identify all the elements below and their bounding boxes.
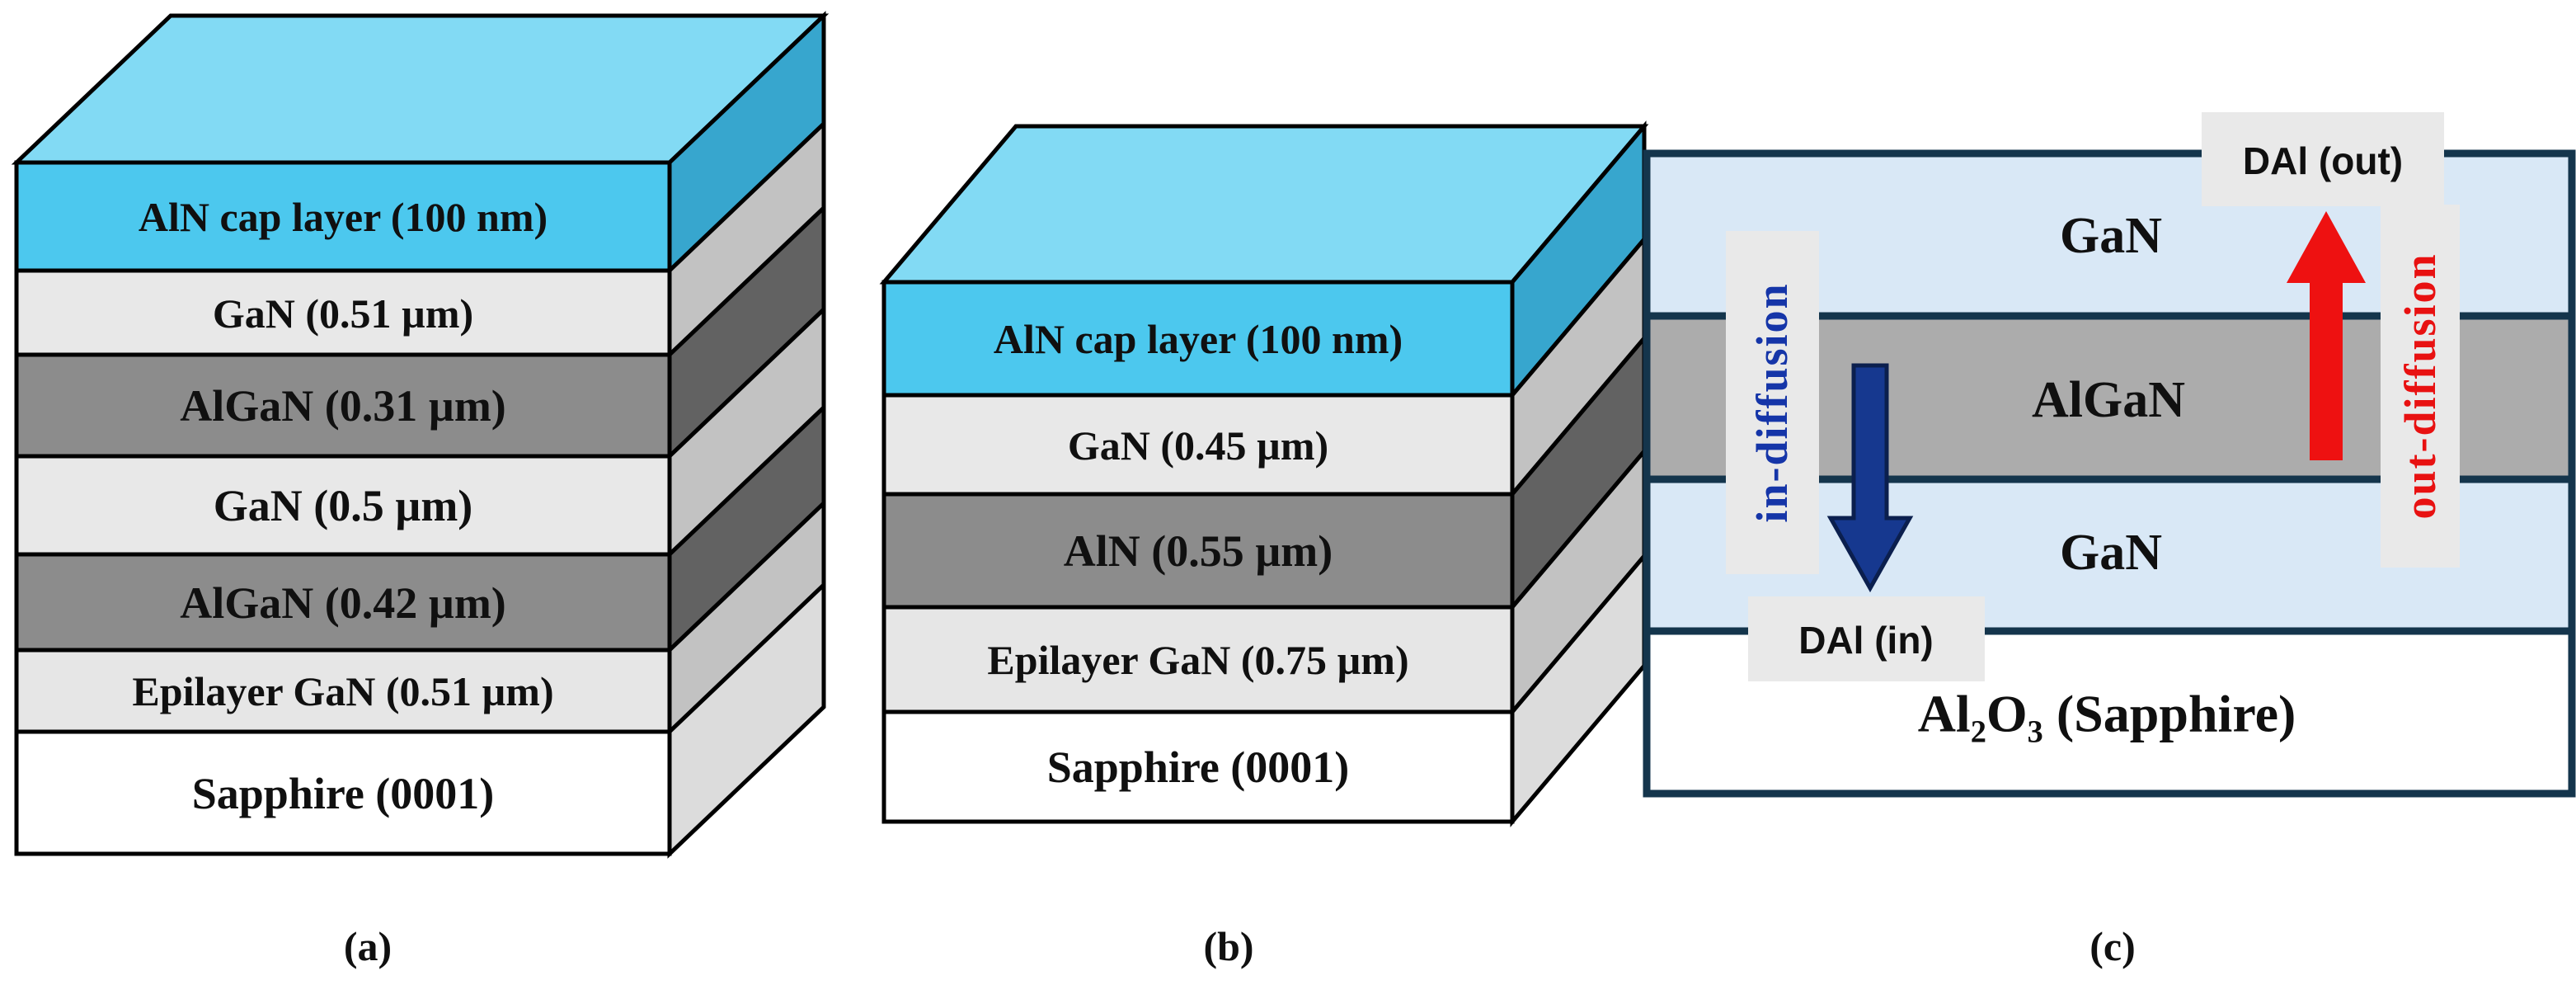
- layer-front-algan2: [14, 552, 672, 653]
- layer-front-gan2: [14, 454, 672, 557]
- c-frame-border: [1643, 149, 2576, 798]
- in-diffusion-arrow: [1826, 363, 1914, 593]
- panel-a-stack-diagram: AlN cap layer (100 nm) GaN (0.51 µm) AlG…: [11, 11, 830, 859]
- layer-label: Sapphire (0001): [1047, 742, 1350, 792]
- layer-label: AlN cap layer (100 nm): [139, 194, 548, 240]
- c-layer-label-gan-top: GaN: [2060, 208, 2162, 264]
- out-diffusion-label: out-diffusion: [2395, 252, 2445, 519]
- dal-in-label: DAl (in): [1798, 619, 1934, 662]
- in-diffusion-label: in-diffusion: [1747, 282, 1797, 522]
- dal-out-box: [2202, 112, 2444, 206]
- caption-a: (a): [343, 923, 393, 969]
- layer-label: GaN (0.5 µm): [214, 481, 473, 530]
- caption-b: (b): [1203, 923, 1254, 969]
- layer-label: Sapphire (0001): [192, 769, 495, 818]
- layer-front-aln-cap: [881, 280, 1515, 398]
- layer-label: AlGaN (0.42 µm): [180, 578, 506, 628]
- caption-c: (c): [2089, 923, 2136, 969]
- layer-front-epilayer: [14, 648, 672, 734]
- layer-front-algan1: [14, 352, 672, 459]
- dal-in-box: [1748, 596, 1985, 681]
- layer-label: AlGaN (0.31 µm): [180, 381, 506, 431]
- c-layer-label-sapphire: Al₂O₃ (Sapphire): [1918, 685, 2296, 743]
- panel-b-stack-diagram: AlN cap layer (100 nm) GaN (0.45 µm) AlN…: [879, 120, 1649, 827]
- c-layer-label-gan-bottom: GaN: [2060, 525, 2162, 581]
- layer-front-aln-cap: [14, 160, 672, 273]
- layer-label: Epilayer GaN (0.75 µm): [987, 637, 1408, 683]
- layer-label: Epilayer GaN (0.51 µm): [132, 668, 553, 714]
- layer-front-sapphire: [881, 709, 1515, 824]
- panel-c-diffusion-diagram: in-diffusion out-diffusion DAl (out) DAl…: [1643, 112, 2576, 798]
- layer-label: GaN (0.51 µm): [213, 290, 473, 337]
- dal-out-label: DAl (out): [2243, 139, 2403, 182]
- layer-label: GaN (0.45 µm): [1068, 422, 1328, 469]
- layer-label: AlN cap layer (100 nm): [994, 316, 1403, 362]
- layer-front-gan1: [14, 268, 672, 357]
- in-diffusion-band: [1726, 231, 1819, 574]
- out-diffusion-band: [2381, 205, 2460, 568]
- layer-label: AlN (0.55 µm): [1064, 526, 1333, 576]
- c-layer-label-algan: AlGaN: [2032, 372, 2185, 428]
- out-diffusion-arrow: [2287, 211, 2366, 460]
- layer-front-sapphire: [14, 729, 672, 856]
